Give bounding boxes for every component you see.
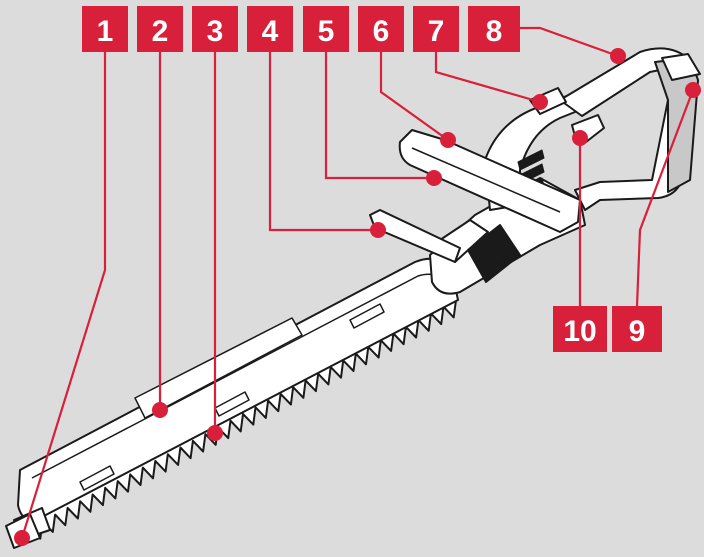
brand-badge	[467, 224, 521, 283]
callout-dot-10	[572, 130, 588, 146]
leader-line-6	[379, 52, 449, 141]
leader-line-4	[268, 52, 378, 232]
leader-line-1	[20, 52, 107, 539]
leader-line-8	[520, 26, 619, 58]
callout-dot-9	[685, 82, 701, 98]
callout-badge-10: 10	[553, 306, 607, 352]
callout-label-3: 3	[207, 15, 224, 48]
callout-label-7: 7	[428, 15, 445, 48]
guard-clip	[79, 465, 115, 491]
callout-dot-2	[152, 402, 168, 418]
leader-line-7	[434, 52, 541, 104]
guard-clip	[214, 391, 250, 417]
rear-handle-loop	[559, 47, 695, 211]
callout-badge-5: 5	[303, 6, 349, 52]
blade-guard	[17, 257, 459, 521]
callout-label-8: 8	[486, 15, 503, 48]
callout-label-5: 5	[318, 15, 335, 48]
callout-badge-2: 2	[137, 6, 183, 52]
callout-dot-5	[426, 170, 442, 186]
callout-dots	[14, 48, 701, 546]
guard-clip	[349, 303, 385, 329]
callout-badge-8: 8	[468, 6, 520, 52]
callout-badges: 1 2 3 4 5 6 7 8	[82, 6, 662, 352]
callout-label-6: 6	[373, 15, 390, 48]
callout-badge-6: 6	[358, 6, 404, 52]
blade-assembly	[5, 257, 459, 549]
callout-dot-8	[610, 48, 626, 64]
callout-label-2: 2	[152, 15, 169, 48]
callout-badge-7: 7	[413, 6, 459, 52]
callout-dot-6	[440, 132, 456, 148]
callout-label-1: 1	[97, 15, 114, 48]
callout-label-9: 9	[629, 315, 646, 348]
callout-dot-4	[370, 222, 386, 238]
callout-badge-3: 3	[192, 6, 238, 52]
front-handle	[398, 129, 581, 233]
callout-badge-1: 1	[82, 6, 128, 52]
callout-badge-4: 4	[247, 6, 293, 52]
leader-line-5	[324, 52, 434, 180]
callout-badge-9: 9	[612, 306, 662, 352]
callout-label-10: 10	[563, 315, 596, 348]
callout-dot-3	[207, 425, 223, 441]
guard-panel	[134, 317, 303, 419]
callout-label-4: 4	[262, 15, 279, 48]
callout-leader-lines	[20, 26, 695, 539]
leader-line-9	[635, 89, 695, 307]
front-handle-inner	[411, 147, 561, 213]
callout-dot-1	[14, 530, 30, 546]
battery-cap	[661, 53, 701, 81]
callout-dot-7	[532, 94, 548, 110]
